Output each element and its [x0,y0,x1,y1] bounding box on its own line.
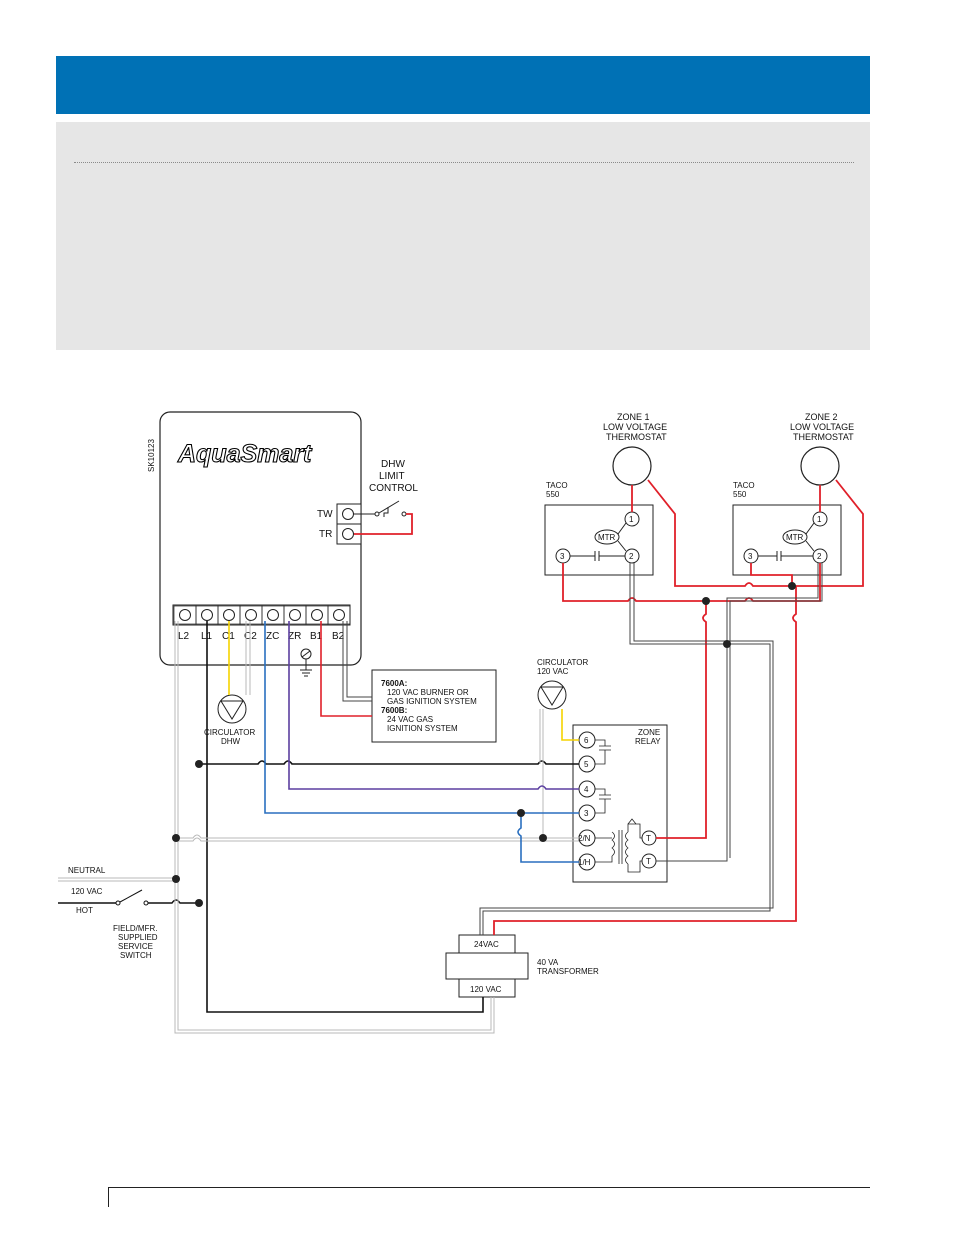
note-7600b-title: 7600B: [381,706,407,715]
terminal-zc [261,605,285,625]
dhw-label-3: CONTROL [369,483,418,494]
dhw-label-2: LIMIT [379,471,405,482]
transformer-name: TRANSFORMER [537,967,599,976]
switch-label-3: SERVICE [118,942,153,951]
taco1-label-1: TACO [546,481,568,490]
circ120-label-2: 120 VAC [537,667,569,676]
sk-code: SK10123 [147,439,156,472]
taco-valve-2: TACO 550 MTR 1 2 3 [732,481,842,576]
zone1-label-2: LOW VOLTAGE [603,422,667,432]
label-l2: L2 [178,631,190,642]
taco2-term3: 3 [748,552,753,561]
terminal-l2 [173,605,197,625]
terminal-b2 [327,605,351,625]
transformer-secondary: 24VAC [474,940,499,949]
taco2-label-2: 550 [733,490,747,499]
relay-term-3: 3 [584,809,589,818]
label-zc: ZC [266,631,279,642]
relay-term-6: 6 [584,736,589,745]
switch-label-2: SUPPLIED [118,933,158,942]
circulator-dhw: CIRCULATOR DHW [204,694,255,746]
taco1-mtr: MTR [598,533,616,542]
terminal-c1 [217,605,241,625]
relay-label-1: ZONE [638,728,660,737]
label-tr: TR [319,529,332,540]
taco1-term2: 2 [629,552,634,561]
aquasmart-controller: AquaSmart SK10123 L2 L1 C1 C2 ZC ZR B1 B… [147,411,362,677]
note-7600b-line2: IGNITION SYSTEM [387,724,458,733]
transformer-40va: 24VAC 120 VAC 40 VA TRANSFORMER [445,934,599,998]
relay-term-1h: 1/H [578,858,591,867]
note-7600a-title: 7600A: [381,679,407,688]
taco2-term2: 2 [817,552,822,561]
transformer-rating: 40 VA [537,958,559,967]
zone2-label-2: LOW VOLTAGE [790,422,854,432]
zone1-label-1: ZONE 1 [617,412,650,422]
label-c2: C2 [244,631,257,642]
circdhw-label-1: CIRCULATOR [204,728,255,737]
note-7600a-line2: GAS IGNITION SYSTEM [387,697,477,706]
zone2-label-1: ZONE 2 [805,412,838,422]
label-b2: B2 [332,631,345,642]
note-7600b-line1: 24 VAC GAS [387,715,433,724]
model-note-box: 7600A: 120 VAC BURNER OR GAS IGNITION SY… [371,669,497,743]
transformer-primary: 120 VAC [470,985,502,994]
terminal-c2 [239,605,263,625]
taco2-mtr: MTR [786,533,804,542]
junction-dots [172,582,796,907]
relay-term-t1: T [646,834,651,843]
zone-relay: ZONE RELAY 6 5 4 3 2/N 1/H T T [572,724,668,883]
footer-tick [108,1187,109,1207]
voltage-label: 120 VAC [71,887,103,896]
ground-icon [300,648,312,677]
circ120-label-1: CIRCULATOR [537,658,588,667]
label-tw: TW [317,509,333,520]
wires [174,479,864,1034]
taco1-term1: 1 [629,515,634,524]
power-supply: NEUTRAL 120 VAC HOT FIELD/MFR. SUPPLIED … [58,866,199,960]
taco1-term3: 3 [560,552,565,561]
label-b1: B1 [310,631,323,642]
taco-valve-1: TACO 550 MTR 1 2 3 [544,481,654,576]
dhw-limit-control: DHW LIMIT CONTROL [354,459,418,517]
note-7600a-line1: 120 VAC BURNER OR [387,688,469,697]
footer-rule [108,1187,870,1188]
hot-label: HOT [76,906,93,915]
switch-label-4: SWITCH [120,951,152,960]
relay-term-5: 5 [584,760,589,769]
neutral-label: NEUTRAL [68,866,106,875]
relay-label-2: RELAY [635,737,661,746]
circulator-120vac: CIRCULATOR 120 VAC [537,658,588,710]
label-zr: ZR [288,631,301,642]
header-bar [56,56,870,114]
zone2-thermostat: ZONE 2 LOW VOLTAGE THERMOSTAT [790,412,854,486]
zone2-label-3: THERMOSTAT [793,432,854,442]
relay-term-4: 4 [584,785,589,794]
relay-term-2n: 2/N [578,834,591,843]
terminal-strip [173,605,351,625]
taco2-term1: 1 [817,515,822,524]
taco1-label-2: 550 [546,490,560,499]
taco2-label-1: TACO [733,481,755,490]
switch-label-1: FIELD/MFR. [113,924,157,933]
circdhw-label-2: DHW [221,737,241,746]
relay-term-t2: T [646,857,651,866]
dotted-divider [74,162,854,163]
dhw-label-1: DHW [381,459,405,470]
intro-panel [56,122,870,350]
zone1-label-3: THERMOSTAT [606,432,667,442]
aquasmart-logo: AquaSmart [177,440,313,468]
zone1-thermostat: ZONE 1 LOW VOLTAGE THERMOSTAT [603,412,667,486]
